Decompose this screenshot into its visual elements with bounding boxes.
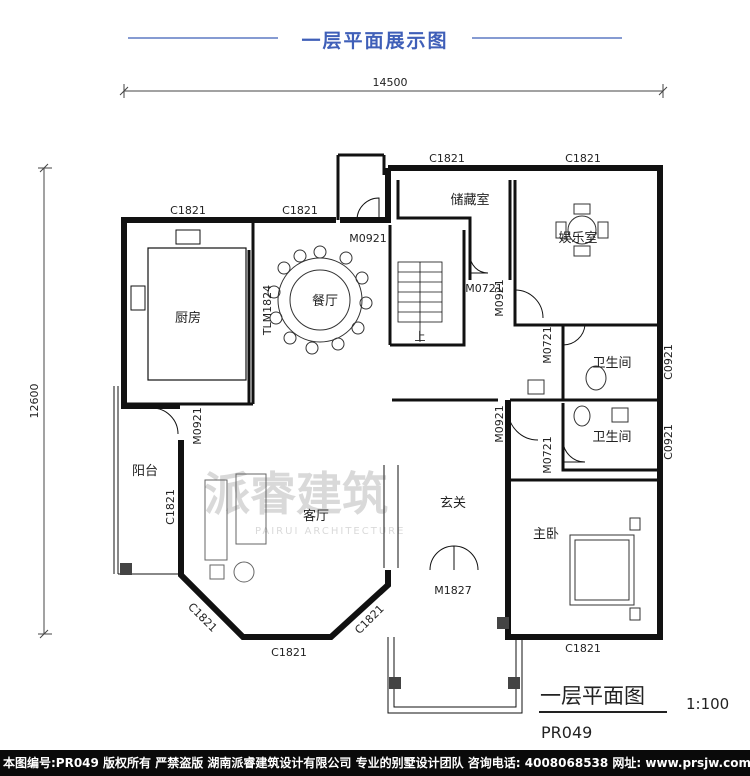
bath-fixtures (527, 365, 629, 427)
label-door-stair-left: M0721 (465, 282, 503, 295)
label-win-dining-top: C1821 (282, 204, 318, 217)
watermark-sub: PAIRUI ARCHITECTURE (255, 526, 405, 537)
label-door-balcony: M0921 (191, 407, 204, 445)
room-storage: 储藏室 (450, 192, 489, 208)
label-door-dining: M0921 (349, 232, 387, 245)
room-bathroom-1: 卫生间 (592, 356, 631, 371)
porch (387, 637, 523, 714)
dimension-lines (38, 84, 668, 639)
porch-column-right (508, 677, 520, 689)
room-balcony: 阳台 (132, 464, 158, 479)
sofa (204, 473, 267, 583)
label-win-living-left: C1821 (164, 489, 177, 525)
title-block-scale: 1:100 (686, 695, 729, 713)
room-entertainment: 娱乐室 (558, 230, 597, 246)
page-title: 一层平面展示图 (301, 30, 449, 52)
kitchen-counter (147, 247, 247, 381)
label-door-entry: M1827 (434, 584, 472, 597)
room-living: 客厅 (303, 508, 329, 524)
stove (175, 229, 201, 245)
room-foyer: 玄关 (440, 496, 466, 511)
label-door-bath2: M0721 (541, 436, 554, 474)
height-dimension: 12600 (28, 384, 41, 419)
balcony-rail (113, 386, 180, 575)
stairs-up-label: 上 (415, 330, 426, 343)
game-table (555, 203, 609, 257)
porch-column-top (497, 617, 509, 629)
label-win-ent-top: C1821 (565, 152, 601, 165)
porch-column-left (389, 677, 401, 689)
label-win-kitchen-top: C1821 (170, 204, 206, 217)
title-block-title: 一层平面图 (540, 684, 645, 708)
dining-table (267, 245, 373, 355)
exterior-walls (121, 165, 663, 640)
staircase (397, 261, 443, 342)
room-master-bedroom: 主卧 (533, 527, 559, 542)
label-win-master-bottom: C1821 (565, 642, 601, 655)
label-win-bay-bottom: C1821 (271, 646, 307, 659)
room-dining: 餐厅 (312, 293, 338, 309)
label-win-storage-top: C1821 (429, 152, 465, 165)
label-win-bath2: C0921 (662, 424, 675, 460)
windows (160, 165, 663, 640)
sink (130, 285, 146, 311)
label-door-stair-right: M0921 (493, 279, 506, 317)
room-bathroom-2: 卫生间 (592, 430, 631, 445)
label-slide-door-kitchen: TLM1824 (261, 285, 274, 336)
door-swings (151, 197, 586, 571)
watermark: 派睿建筑 PAIRUI ARCHITECTURE (204, 467, 405, 537)
label-door-master: M0921 (493, 405, 506, 443)
balcony-column (120, 563, 132, 575)
label-door-bath1: M0721 (541, 326, 554, 364)
interior-walls (124, 153, 660, 482)
room-kitchen: 厨房 (175, 310, 201, 326)
title-block-code: PR049 (541, 723, 592, 742)
master-bed (569, 517, 641, 621)
watermark-brand: 派睿建筑 (204, 467, 388, 521)
label-win-bay-right: C1821 (352, 602, 386, 636)
label-win-bath1: C0921 (662, 344, 675, 380)
floor-plan: 14500 12600 (28, 76, 729, 742)
width-dimension: 14500 (373, 76, 408, 89)
footer-bar: 本图编号:PR049 版权所有 严禁盗版 湖南派睿建筑设计有限公司 专业的别墅设… (0, 750, 750, 776)
